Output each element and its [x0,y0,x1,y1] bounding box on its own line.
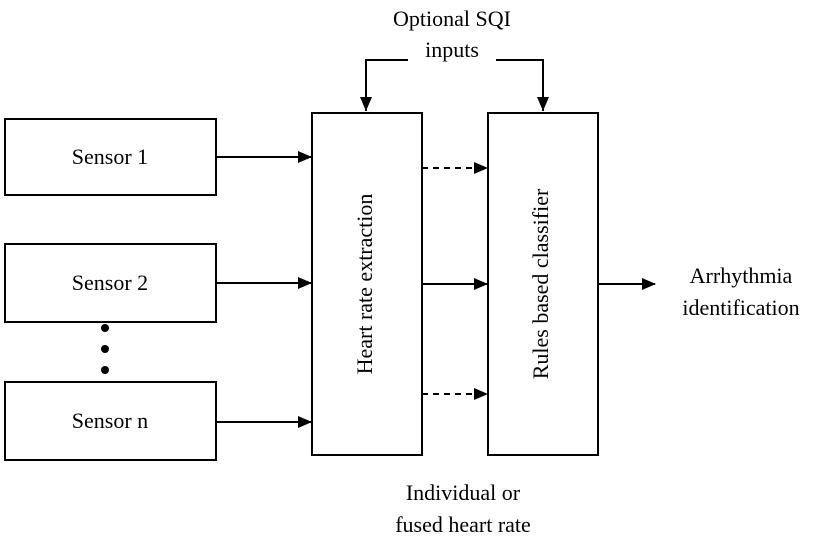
ellipsis-dot [101,324,109,332]
ellipsis-dot [101,366,109,374]
sensor-n-block: Sensor n [4,381,217,461]
sensor-2-box [4,243,217,323]
rules-based-classifier-box [487,112,599,456]
sensor-2-label: Sensor 2 [72,270,148,295]
sensor-n-box [4,381,217,461]
heart-rate-caption: Individual or fused heart rate [395,480,531,537]
sensor-1-label: Sensor 1 [72,144,148,169]
output-label-line-1: Arrhythmia [690,263,793,288]
sqi-label-line-2: inputs [425,37,479,62]
heart-rate-caption-line-1: Individual or [406,480,521,505]
heart-rate-extraction-block: Heart rate extraction [311,112,423,456]
sqi-label: Optional SQI inputs [393,6,511,62]
sqi-right-connector [496,59,544,111]
output-label-line-2: identification [682,295,799,320]
heart-rate-extraction-box [311,112,423,456]
sensor-n-label: Sensor n [72,408,148,433]
sqi-left-connector [365,59,408,111]
rules-based-classifier-block: Rules based classifier [487,112,599,456]
ellipsis-dots [101,324,109,374]
rules-based-classifier-label: Rules based classifier [528,188,553,379]
sensor-2-block: Sensor 2 [4,243,217,323]
heart-rate-extraction-label: Heart rate extraction [352,194,377,375]
sqi-label-line-1: Optional SQI [393,6,511,31]
ellipsis-dot [101,345,109,353]
sensor-1-block: Sensor 1 [4,118,217,196]
heart-rate-caption-line-2: fused heart rate [395,512,531,537]
output-label: Arrhythmia identification [682,263,799,320]
sensor-1-box [4,118,217,196]
